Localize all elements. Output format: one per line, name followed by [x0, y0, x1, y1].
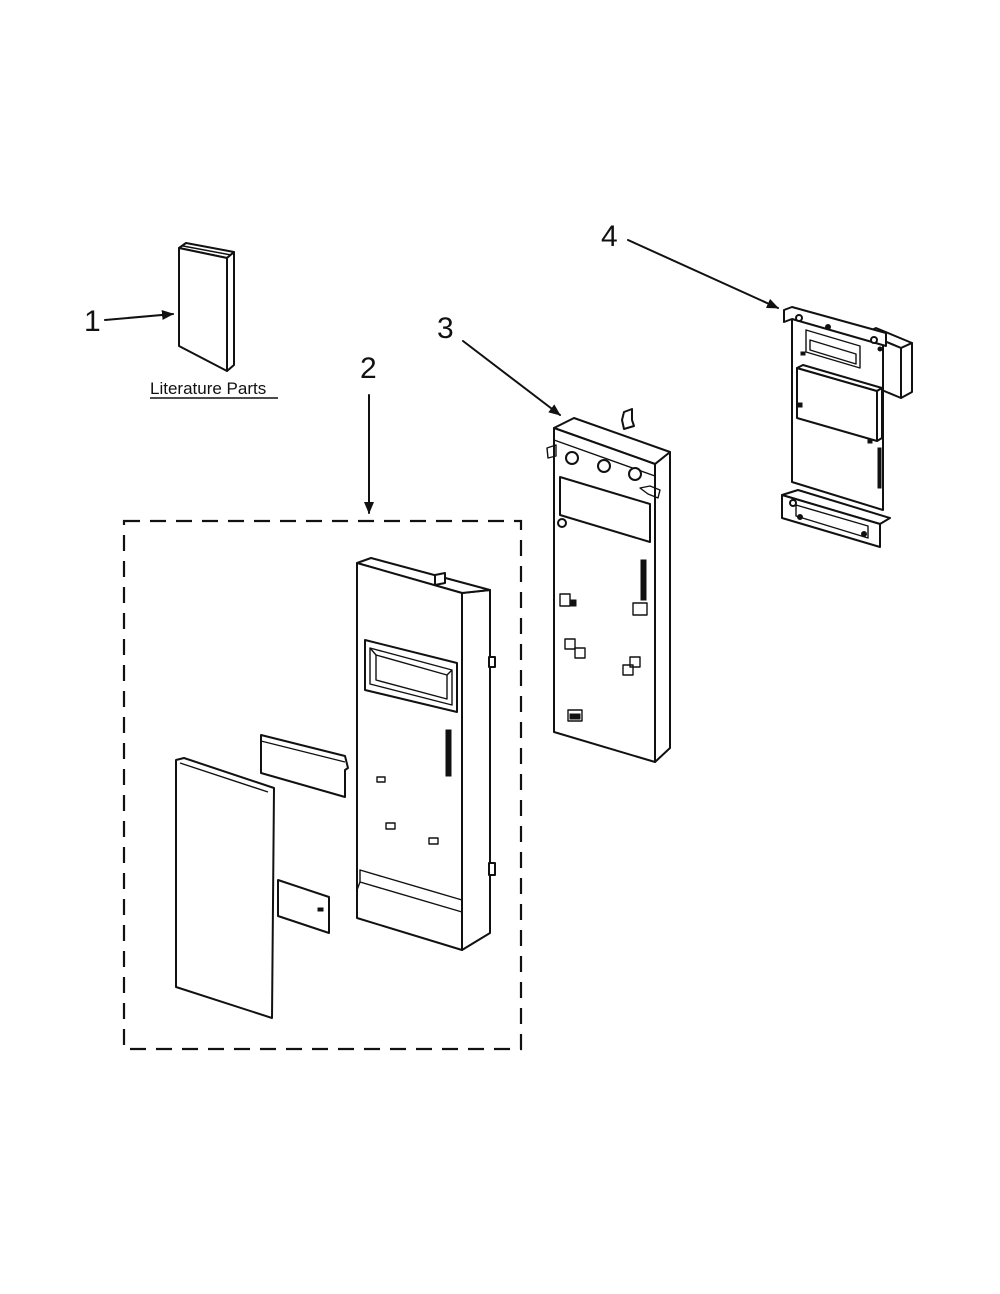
callout-4: 4 [601, 220, 618, 253]
part-2-connector-strip [277, 879, 330, 934]
part-3-mounting-bracket [546, 408, 671, 763]
callout-3: 3 [437, 312, 454, 345]
literature-parts-label: Literature Parts [150, 379, 266, 398]
leader-line-1 [104, 309, 174, 321]
leader-line-4 [627, 239, 779, 309]
part-4-control-board [781, 306, 913, 548]
assembly-boundary [122, 519, 523, 1051]
part-2-display-lens [260, 734, 349, 798]
leader-line-3 [462, 340, 561, 416]
part-1-literature-booklet [178, 242, 235, 372]
callout-2: 2 [360, 352, 377, 385]
callout-1: 1 [84, 305, 101, 338]
part-2-keypad-membrane [175, 757, 275, 1019]
part-2-control-panel-housing [356, 557, 496, 951]
